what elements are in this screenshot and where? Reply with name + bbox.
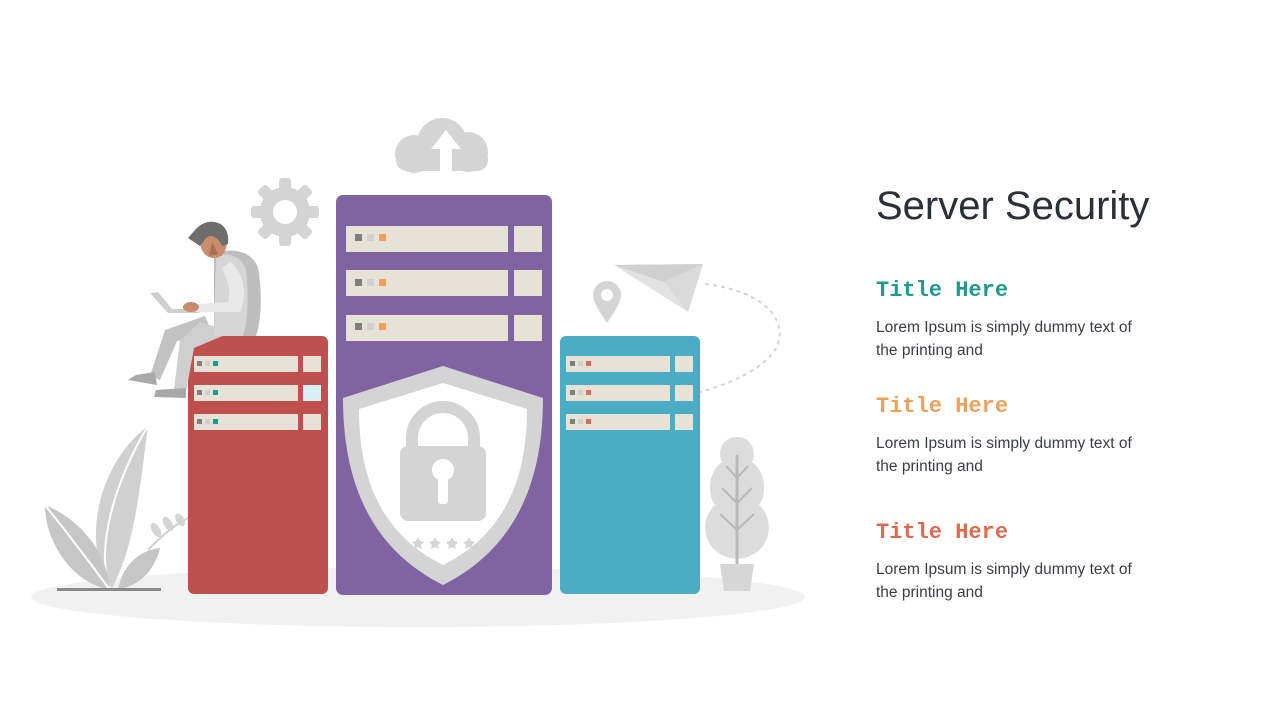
plant-icon [44, 425, 189, 591]
drive-bay [194, 356, 321, 372]
drive-bay [346, 270, 542, 296]
drive-bay [566, 385, 693, 401]
item-3-body: Lorem Ipsum is simply dummy text of the … [876, 561, 1132, 601]
item-1-body: Lorem Ipsum is simply dummy text of the … [876, 319, 1132, 359]
drive-bay [566, 356, 693, 372]
drive-bay [194, 385, 321, 401]
slide-title: Server Security [876, 184, 1150, 228]
shield-lock-icon [343, 366, 543, 585]
tree-pot-icon [705, 437, 769, 591]
person-with-laptop [128, 221, 261, 398]
cloud-upload-icon [395, 118, 488, 173]
text-panel: Server Security Title Here Lorem Ipsum i… [876, 0, 1256, 720]
item-1-title: Title Here [876, 278, 1009, 303]
drive-bay [194, 414, 321, 430]
paper-plane-icon [614, 264, 781, 393]
item-2-body: Lorem Ipsum is simply dummy text of the … [876, 435, 1132, 475]
gear-icon [251, 178, 319, 246]
drive-bay [346, 315, 542, 341]
location-pin-icon [593, 281, 621, 323]
drive-bay [346, 226, 542, 252]
server-security-illustration [31, 118, 805, 627]
server-right [560, 336, 700, 594]
drive-bay [566, 414, 693, 430]
server-center [336, 195, 552, 595]
item-3-title: Title Here [876, 520, 1009, 545]
server-left [188, 336, 328, 594]
item-2-title: Title Here [876, 394, 1009, 419]
